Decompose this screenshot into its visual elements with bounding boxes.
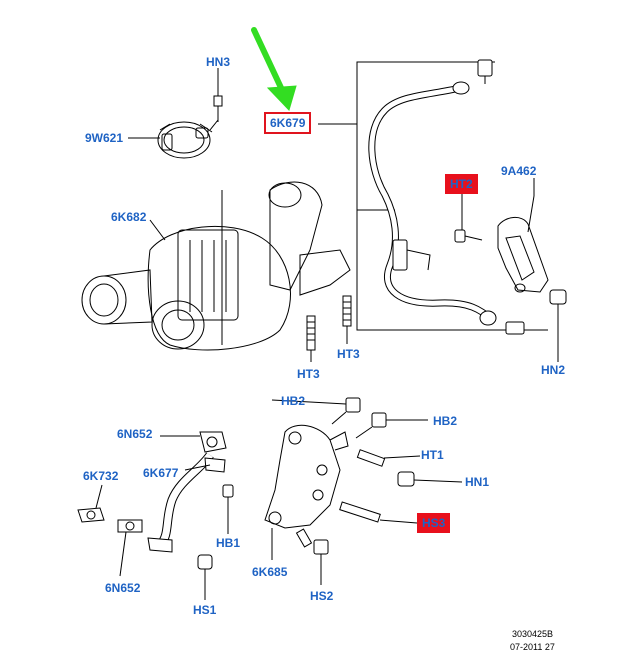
bolt-hb2-b bbox=[355, 412, 428, 439]
label-ht2-highlighted: HT2 bbox=[445, 174, 478, 194]
label-hs3-highlighted: HS3 bbox=[417, 513, 451, 533]
label-hn1: HN1 bbox=[465, 475, 490, 489]
label-hs1: HS1 bbox=[193, 603, 217, 617]
gasket-6k732 bbox=[77, 484, 105, 523]
nut-hn2 bbox=[549, 289, 567, 362]
bracket-9a462 bbox=[497, 195, 549, 293]
mounting-bracket-6k685 bbox=[264, 424, 349, 560]
nut-hn1 bbox=[397, 471, 463, 487]
label-6k679-highlighted: 6K679 bbox=[264, 112, 312, 134]
label-6k685: 6K685 bbox=[252, 565, 288, 579]
stud-ht1 bbox=[356, 449, 421, 467]
reference-code: 3030425B bbox=[512, 629, 554, 639]
oil-return-pipe-6k677 bbox=[147, 431, 227, 553]
bolt-hb1 bbox=[222, 484, 234, 534]
green-arrow-icon bbox=[251, 27, 297, 111]
label-hn2: HN2 bbox=[541, 363, 566, 377]
label-ht3-a: HT3 bbox=[297, 367, 320, 381]
label-ht3-b: HT3 bbox=[337, 347, 360, 361]
label-hs2: HS2 bbox=[310, 589, 334, 603]
stud-hs3 bbox=[339, 501, 418, 524]
stud-ht2 bbox=[454, 198, 483, 243]
label-9w621: 9W621 bbox=[85, 131, 124, 145]
label-9a462: 9A462 bbox=[501, 164, 537, 178]
gasket-6n652 bbox=[117, 519, 143, 577]
label-6n652-b: 6N652 bbox=[105, 581, 141, 595]
reference-date: 07-2011 27 bbox=[510, 642, 555, 652]
label-hb1: HB1 bbox=[216, 536, 241, 550]
label-hn3: HN3 bbox=[206, 55, 231, 69]
stud-ht3-a bbox=[306, 315, 316, 362]
clamp-9w621 bbox=[157, 95, 223, 159]
oil-feed-hose-6k679 bbox=[368, 59, 525, 335]
label-6n652-a: 6N652 bbox=[117, 427, 153, 441]
bolt-hb2-a bbox=[309, 397, 361, 425]
hose-group-bracket bbox=[318, 61, 548, 331]
bolt-hs2 bbox=[295, 528, 329, 585]
label-6k677: 6K677 bbox=[143, 466, 179, 480]
turbocharger-6k682 bbox=[81, 181, 351, 351]
stud-ht3-b bbox=[342, 295, 352, 344]
leader-lines bbox=[128, 68, 535, 403]
label-6k732: 6K732 bbox=[83, 469, 119, 483]
label-6k682: 6K682 bbox=[111, 210, 147, 224]
nut-hs1 bbox=[197, 554, 213, 600]
label-hb2-a: HB2 bbox=[281, 394, 306, 408]
label-ht1: HT1 bbox=[421, 448, 444, 462]
label-hb2-b: HB2 bbox=[433, 414, 458, 428]
